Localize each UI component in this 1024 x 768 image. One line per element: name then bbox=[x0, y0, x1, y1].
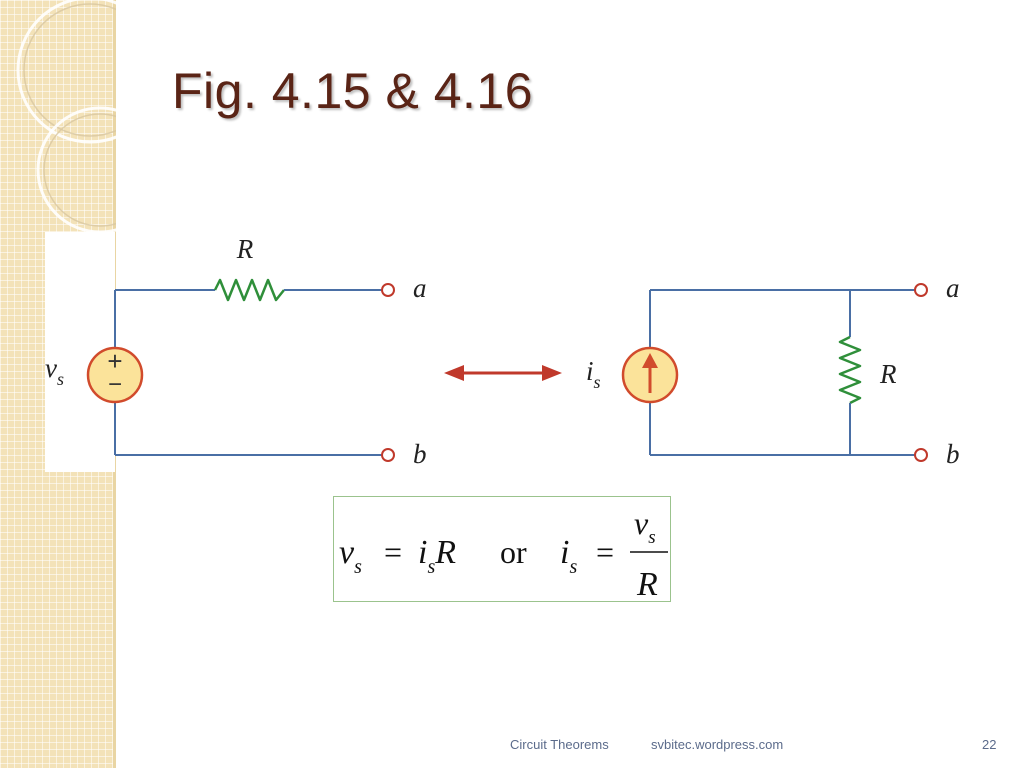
left-circuit: + − vs R a b bbox=[45, 234, 427, 469]
double-arrow-icon bbox=[444, 365, 562, 381]
slide-title: Fig. 4.15 & 4.16 bbox=[172, 63, 534, 119]
formula-equals-1: = bbox=[384, 534, 402, 570]
left-terminal-b-label: b bbox=[413, 439, 427, 469]
right-terminal-b bbox=[914, 448, 928, 462]
formula-numerator: vs bbox=[634, 505, 656, 548]
left-terminal-a bbox=[381, 283, 395, 297]
right-terminal-b-label: b bbox=[946, 439, 960, 469]
formula: vs = isR or is = vs R bbox=[339, 505, 668, 603]
left-terminal-b bbox=[381, 448, 395, 462]
right-resistor bbox=[838, 335, 862, 405]
right-resistor-label: R bbox=[879, 359, 897, 389]
page-number: 22 bbox=[982, 737, 997, 752]
left-resistor-label: R bbox=[236, 234, 254, 264]
left-source-label: vs bbox=[45, 353, 64, 389]
formula-current: isR bbox=[418, 534, 456, 578]
formula-denominator: R bbox=[636, 566, 658, 601]
voltage-source-icon bbox=[86, 346, 144, 404]
left-resistor bbox=[213, 278, 285, 302]
plus-sign: + bbox=[107, 346, 122, 376]
circuit-diagram: + − vs R a b is R a b bbox=[45, 234, 960, 469]
right-terminal-a bbox=[914, 283, 928, 297]
formula-box: vs = isR or is = vs R bbox=[333, 496, 671, 603]
minus-sign: − bbox=[108, 371, 122, 398]
current-arrow-head bbox=[642, 353, 658, 368]
formula-equals-2: = bbox=[596, 534, 614, 570]
footer-site: svbitec.wordpress.com bbox=[651, 737, 784, 752]
left-terminal-a-label: a bbox=[413, 273, 427, 303]
right-source-label: is bbox=[586, 356, 601, 392]
right-terminal-a-label: a bbox=[946, 273, 960, 303]
formula-current-2: is bbox=[560, 534, 577, 578]
decorative-swirl bbox=[16, 0, 116, 234]
formula-or: or bbox=[500, 534, 527, 570]
footer-section: Circuit Theorems bbox=[510, 737, 609, 752]
formula-lhs: vs bbox=[339, 534, 362, 578]
right-circuit: is R a b bbox=[586, 273, 960, 469]
